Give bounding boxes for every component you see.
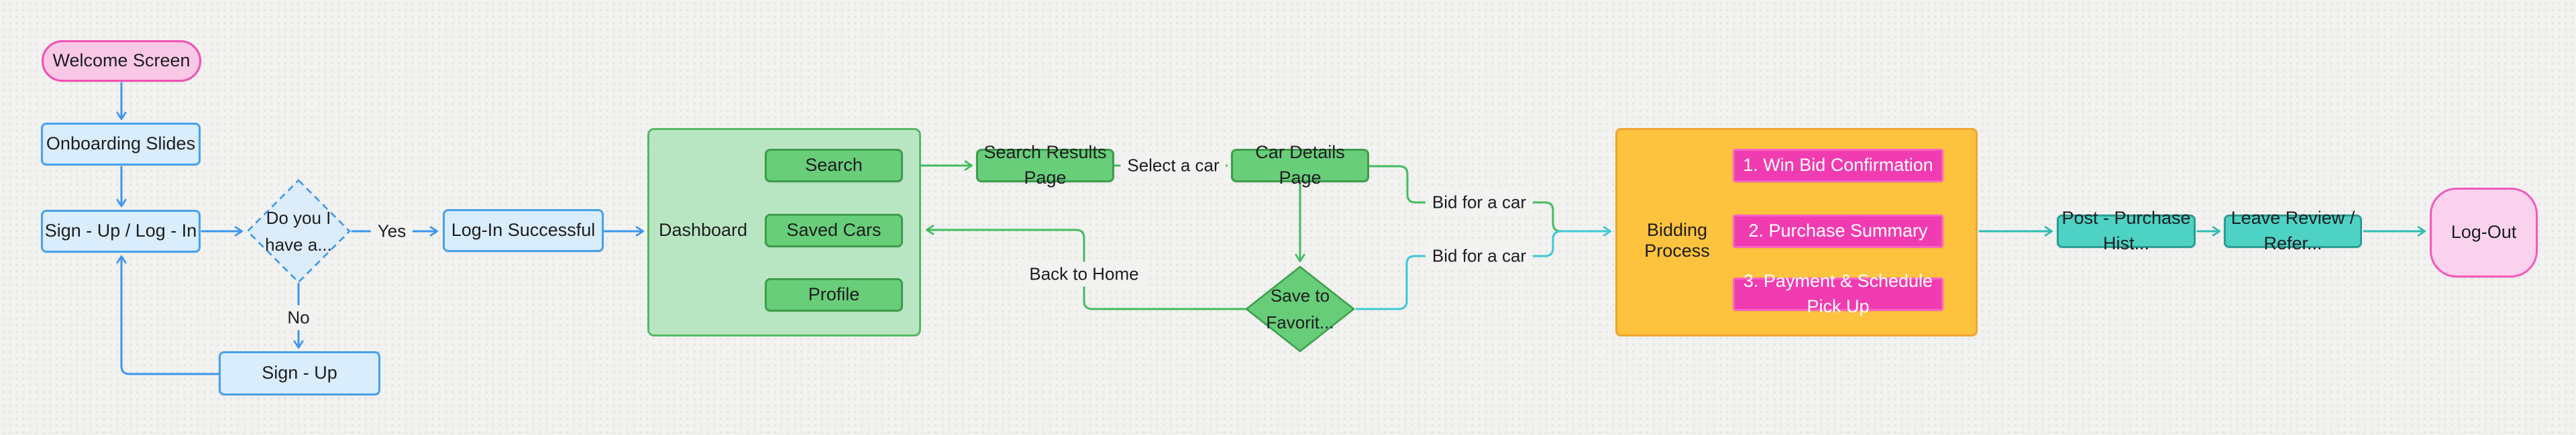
node-payment-schedule-pickup[interactable]: 3. Payment & Schedule Pick Up [1733,271,1943,316]
node-car-details-page[interactable]: Car Details Page [1231,142,1369,188]
node-search-results-page[interactable]: Search Results Page [976,142,1114,188]
favorites-diamond-shape [1245,265,1355,353]
edge-signup-to-signuplogin[interactable] [116,255,219,375]
edge-label-bid-for-a-car-top[interactable]: Bid for a car [1425,190,1534,215]
edge-label-bid-for-a-car-bottom[interactable]: Bid for a car [1425,243,1534,269]
decision-diamond-shape [246,179,351,284]
node-decision-have-account[interactable]: Do you I have a... [246,179,351,284]
favorites-diamond-label: Save to Favorit... [1266,285,1334,332]
node-post-purchase-history[interactable]: Post - Purchase Hist... [2057,208,2196,253]
decision-label: Do you I have a... [265,207,332,255]
node-purchase-summary[interactable]: 2. Purchase Summary [1733,214,1943,248]
group-bidding-process-label: Bidding Process [1644,220,1710,261]
node-welcome-screen[interactable]: Welcome Screen [42,40,201,82]
node-onboarding-slides[interactable]: Onboarding Slides [41,123,201,166]
node-log-out[interactable]: Log-Out [2430,188,2538,277]
node-profile[interactable]: Profile [765,278,903,312]
node-login-successful[interactable]: Log-In Successful [443,209,604,252]
node-leave-review-referral[interactable]: Leave Review / Refer... [2224,208,2362,253]
node-sign-up-log-in[interactable]: Sign - Up / Log - In [41,210,201,253]
edge-cardetails-bid-top[interactable] [1368,165,1562,233]
edge-label-no[interactable]: No [280,305,317,330]
edge-label-back-to-home[interactable]: Back to Home [1022,261,1146,287]
group-dashboard-label: Dashboard [658,220,748,240]
node-win-bid-confirmation[interactable]: 1. Win Bid Confirmation [1733,149,1943,182]
node-saved-cars[interactable]: Saved Cars [765,214,903,247]
edge-label-yes[interactable]: Yes [370,219,413,244]
node-decision-save-to-favorites[interactable]: Save to Favorit... [1245,265,1355,353]
edge-label-select-a-car[interactable]: Select a car [1120,153,1226,178]
node-sign-up[interactable]: Sign - Up [219,351,380,395]
node-search[interactable]: Search [765,149,903,182]
edge-savefavorites-bid-bottom[interactable] [1355,226,1612,310]
